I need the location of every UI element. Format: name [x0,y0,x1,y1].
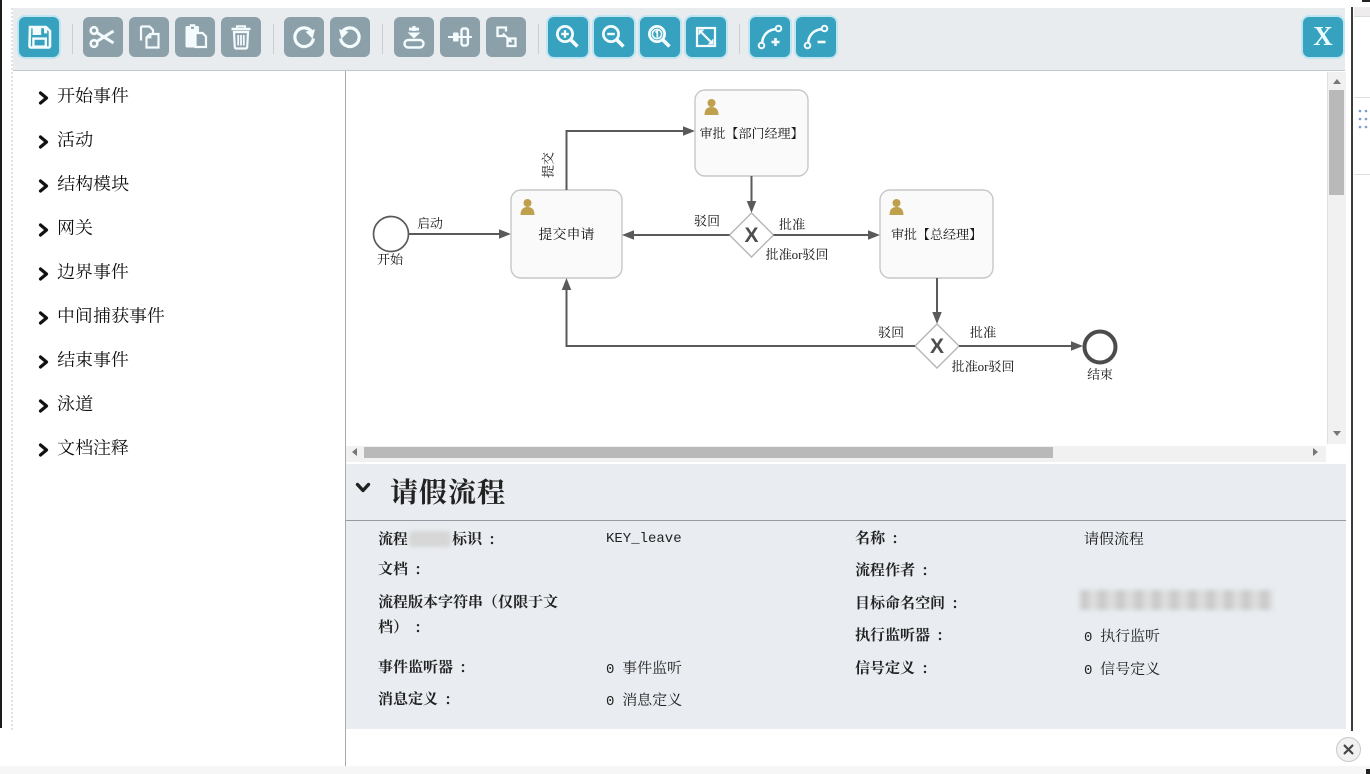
svg-text:驳回: 驳回 [878,322,904,341]
svg-text:批准: 批准 [779,214,805,233]
svg-text:结束: 结束 [1087,364,1113,383]
svg-text:开始: 开始 [377,249,403,268]
svg-text:提交申请: 提交申请 [539,224,595,244]
svg-text:驳回: 驳回 [694,211,720,230]
svg-text:批准: 批准 [970,322,996,341]
svg-text:批准or驳回: 批准or驳回 [766,244,829,263]
svg-text:X: X [930,335,944,358]
svg-text:启动: 启动 [417,213,443,232]
svg-text:审批【总经理】: 审批【总经理】 [891,224,982,243]
svg-text:X: X [744,224,758,247]
svg-text:提交: 提交 [538,152,557,178]
svg-text:审批【部门经理】: 审批【部门经理】 [699,123,803,142]
svg-text:批准or驳回: 批准or驳回 [952,356,1015,375]
